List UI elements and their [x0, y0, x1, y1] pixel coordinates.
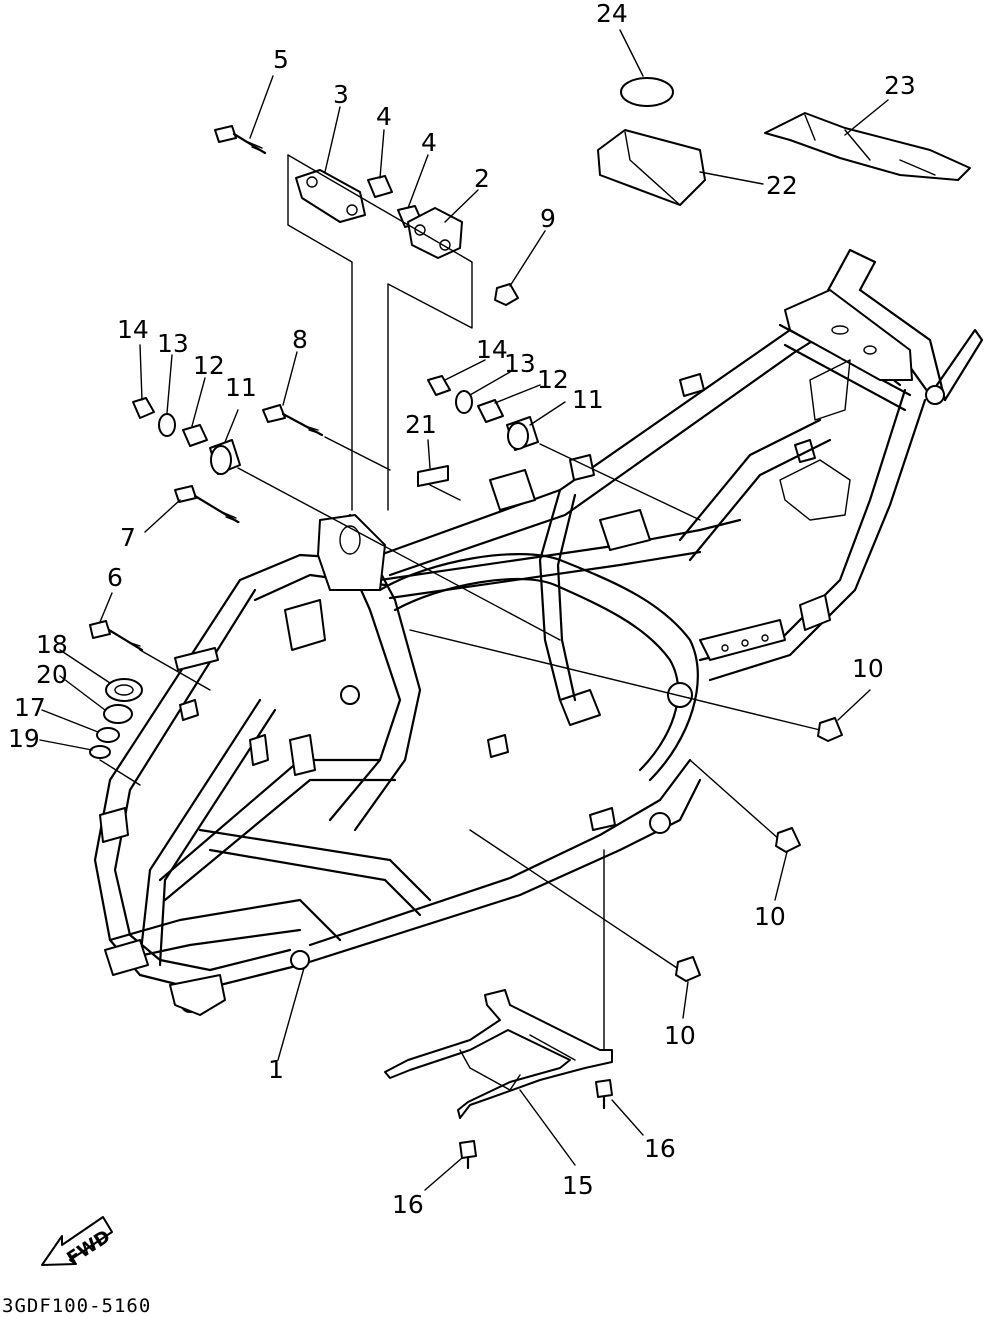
callout-22: 22: [766, 171, 798, 200]
part-12-collar-left: [182, 424, 208, 447]
part-13-washer-right: [455, 390, 473, 414]
callout-18: 18: [36, 630, 68, 659]
callout-10-upper: 10: [852, 654, 884, 683]
callout-4a: 4: [376, 102, 392, 131]
part-24-cap: [620, 77, 674, 107]
callout-13b: 13: [504, 349, 536, 378]
callout-7: 7: [120, 523, 136, 552]
part-16-bolt-right: [595, 1079, 613, 1110]
part-21-label: [417, 465, 449, 487]
callout-14a: 14: [117, 315, 149, 344]
callout-21: 21: [405, 410, 437, 439]
callout-13a: 13: [157, 329, 189, 358]
part-3-bracket: [295, 169, 366, 223]
part-11-bushing-left: [209, 439, 241, 475]
fwd-arrow-icon: FWD: [41, 1216, 114, 1269]
callout-12a: 12: [193, 351, 225, 380]
callout-5: 5: [273, 45, 289, 74]
callout-leaders: [39, 29, 889, 1191]
callout-labels: 24 23 22 5 3 4 4 2 9 8 14 13 12 11 14 13…: [8, 0, 916, 1219]
part-9-nut: [494, 283, 519, 306]
part-20-damper: [103, 704, 133, 724]
callout-16-left: 16: [392, 1190, 424, 1219]
callout-10-lower: 10: [664, 1021, 696, 1050]
part-10-nut-middle: [775, 827, 801, 853]
diagram-code: 3GDF100-5160: [2, 1295, 151, 1317]
assembly-guide-lines: [99, 436, 821, 1056]
callout-15: 15: [562, 1171, 594, 1200]
part-10-nut-lower: [675, 956, 701, 982]
part-12-collar-right: [477, 399, 504, 423]
callout-2: 2: [474, 164, 490, 193]
part-14-bolt-right: [427, 375, 451, 396]
callout-17: 17: [14, 693, 46, 722]
callout-9: 9: [540, 204, 556, 233]
part-1-frame: [93, 248, 984, 1016]
part-23-bracket: [764, 112, 971, 181]
part-14-bolt-left: [132, 397, 155, 419]
part-5-bolt: [214, 125, 267, 155]
part-15-skid-plate: [384, 989, 613, 1119]
part-8-bolt: [262, 404, 324, 437]
callout-4b: 4: [421, 128, 437, 157]
callout-1: 1: [268, 1055, 284, 1084]
part-2-bracket: [407, 207, 463, 259]
part-17-collar: [96, 727, 120, 743]
part-16-bolt-left: [459, 1140, 477, 1170]
callout-10-middle: 10: [754, 902, 786, 931]
part-19-washer: [89, 745, 111, 759]
callout-24: 24: [596, 0, 628, 28]
part-6-bolt: [89, 620, 144, 652]
callout-3: 3: [333, 80, 349, 109]
callout-23: 23: [884, 71, 916, 100]
callout-16-right: 16: [644, 1134, 676, 1163]
callout-6: 6: [107, 563, 123, 592]
callout-20: 20: [36, 660, 68, 689]
callout-19: 19: [8, 724, 40, 753]
part-22-seat-pad: [597, 129, 706, 206]
callout-11a: 11: [225, 373, 257, 402]
callout-12b: 12: [537, 365, 569, 394]
part-7-bolt: [174, 485, 240, 524]
part-10-nut-upper: [817, 717, 843, 742]
callout-8: 8: [292, 325, 308, 354]
callout-11b: 11: [572, 385, 604, 414]
part-13-washer-left: [158, 413, 176, 437]
bracket-guide-box: [287, 154, 473, 511]
part-11-bushing-right: [506, 416, 539, 451]
part-18-damper: [105, 678, 143, 702]
callout-14b: 14: [476, 335, 508, 364]
